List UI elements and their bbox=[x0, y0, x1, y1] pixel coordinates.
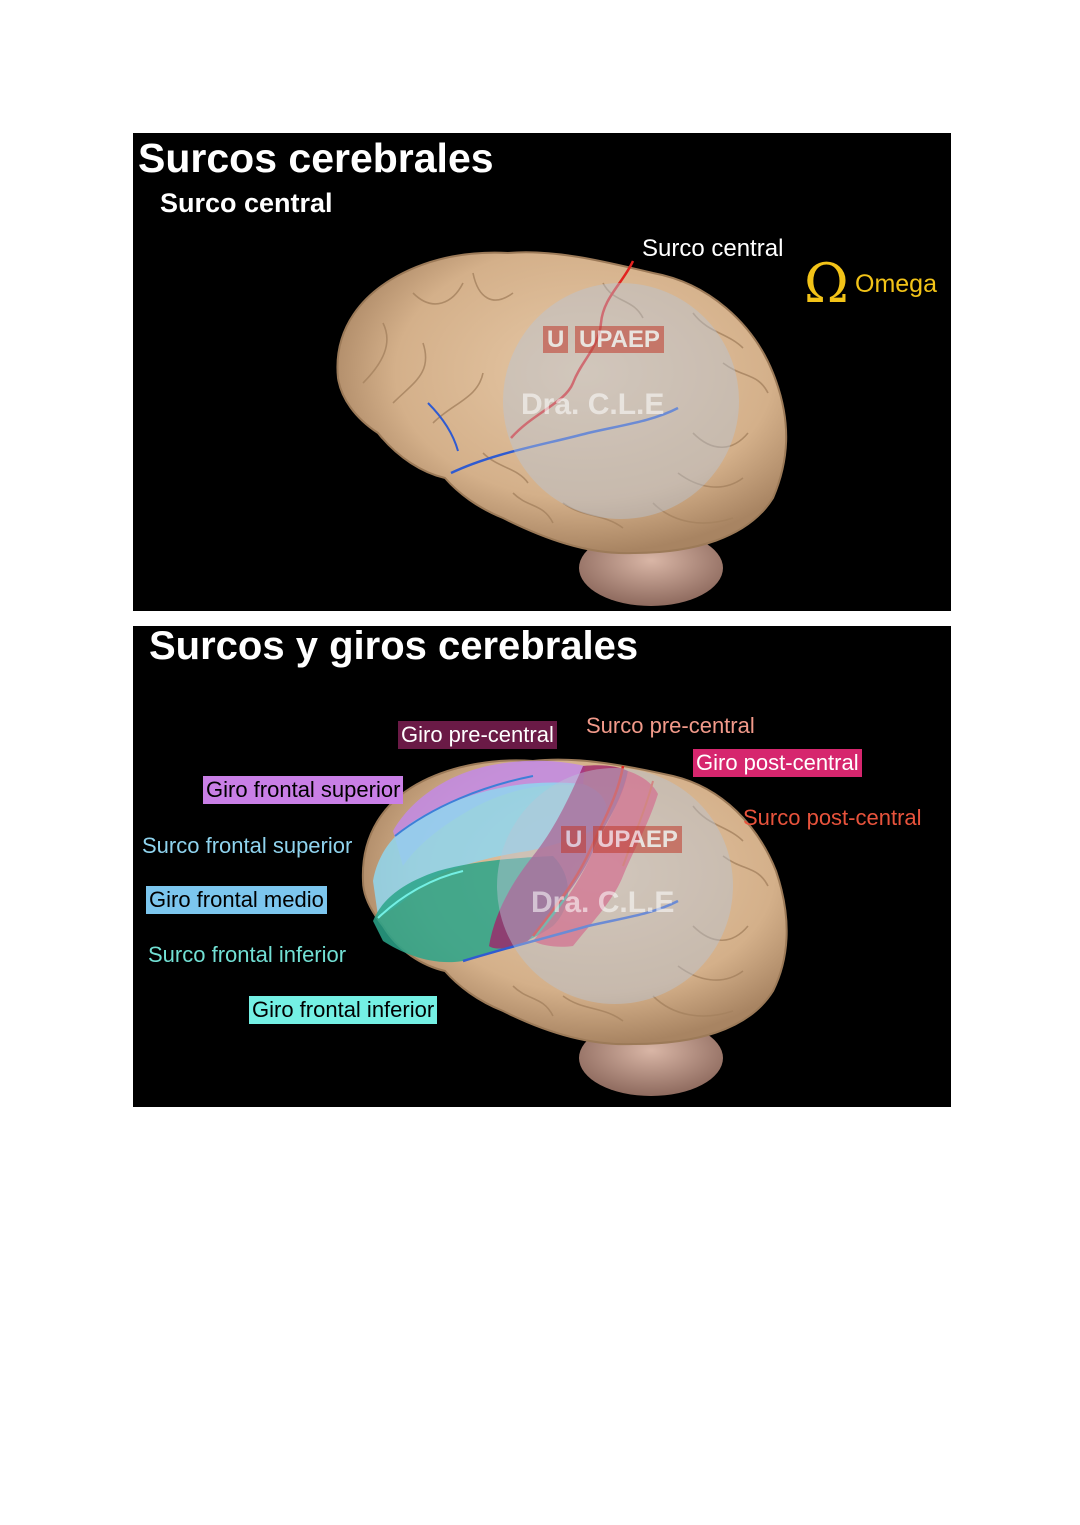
upaep-logo-text: UPAEP bbox=[593, 826, 682, 853]
lateral-sulcus bbox=[462, 899, 679, 963]
label-giro-frontal-superior: Giro frontal superior bbox=[203, 776, 404, 804]
upaep-logo-u: U bbox=[543, 326, 569, 353]
label-giro-post-central: Giro post-central bbox=[693, 749, 862, 777]
label-giro-frontal-inferior: Giro frontal inferior bbox=[249, 996, 438, 1024]
lateral-sulcus bbox=[450, 406, 679, 475]
upaep-logo-u: U bbox=[561, 826, 587, 853]
label-surco-central: Surco central bbox=[642, 235, 784, 262]
watermark-author: Dra. C.L.E bbox=[531, 886, 675, 919]
upaep-logo-text: UPAEP bbox=[575, 326, 664, 353]
upaep-logo: U UPAEP bbox=[543, 326, 664, 354]
region-giro-frontal-superior bbox=[393, 760, 585, 866]
label-omega: Omega bbox=[855, 270, 937, 298]
slide-surcos-cerebrales: Surcos cerebrales Surco central Surco ce… bbox=[133, 133, 951, 611]
watermark-author: Dra. C.L.E bbox=[521, 388, 665, 421]
label-surco-frontal-superior: Surco frontal superior bbox=[142, 833, 353, 858]
central-sulcus bbox=[532, 765, 625, 937]
label-giro-frontal-medio: Giro frontal medio bbox=[146, 886, 327, 914]
slide-surcos-y-giros-cerebrales: Surcos y giros cerebrales Giro pre-centr… bbox=[133, 626, 951, 1107]
region-giro-pre-central bbox=[489, 765, 628, 949]
slide-title: Surcos y giros cerebrales bbox=[149, 626, 639, 668]
label-surco-frontal-inferior: Surco frontal inferior bbox=[148, 942, 347, 967]
label-surco-post-central: Surco post-central bbox=[743, 805, 922, 830]
label-giro-pre-central: Giro pre-central bbox=[398, 721, 557, 749]
upaep-logo: U UPAEP bbox=[561, 826, 682, 854]
region-giro-post-central bbox=[533, 771, 658, 947]
slide-title: Surcos cerebrales bbox=[138, 135, 494, 181]
post-central-sulcus bbox=[622, 780, 654, 867]
brain-gyri-image bbox=[361, 758, 788, 1096]
cerebrum bbox=[336, 251, 788, 555]
central-sulcus bbox=[510, 260, 635, 439]
region-giro-frontal-medio bbox=[373, 782, 607, 916]
label-surco-pre-central: Surco pre-central bbox=[586, 713, 755, 738]
omega-icon: Ω bbox=[804, 252, 849, 315]
slide-subtitle: Surco central bbox=[160, 188, 333, 218]
